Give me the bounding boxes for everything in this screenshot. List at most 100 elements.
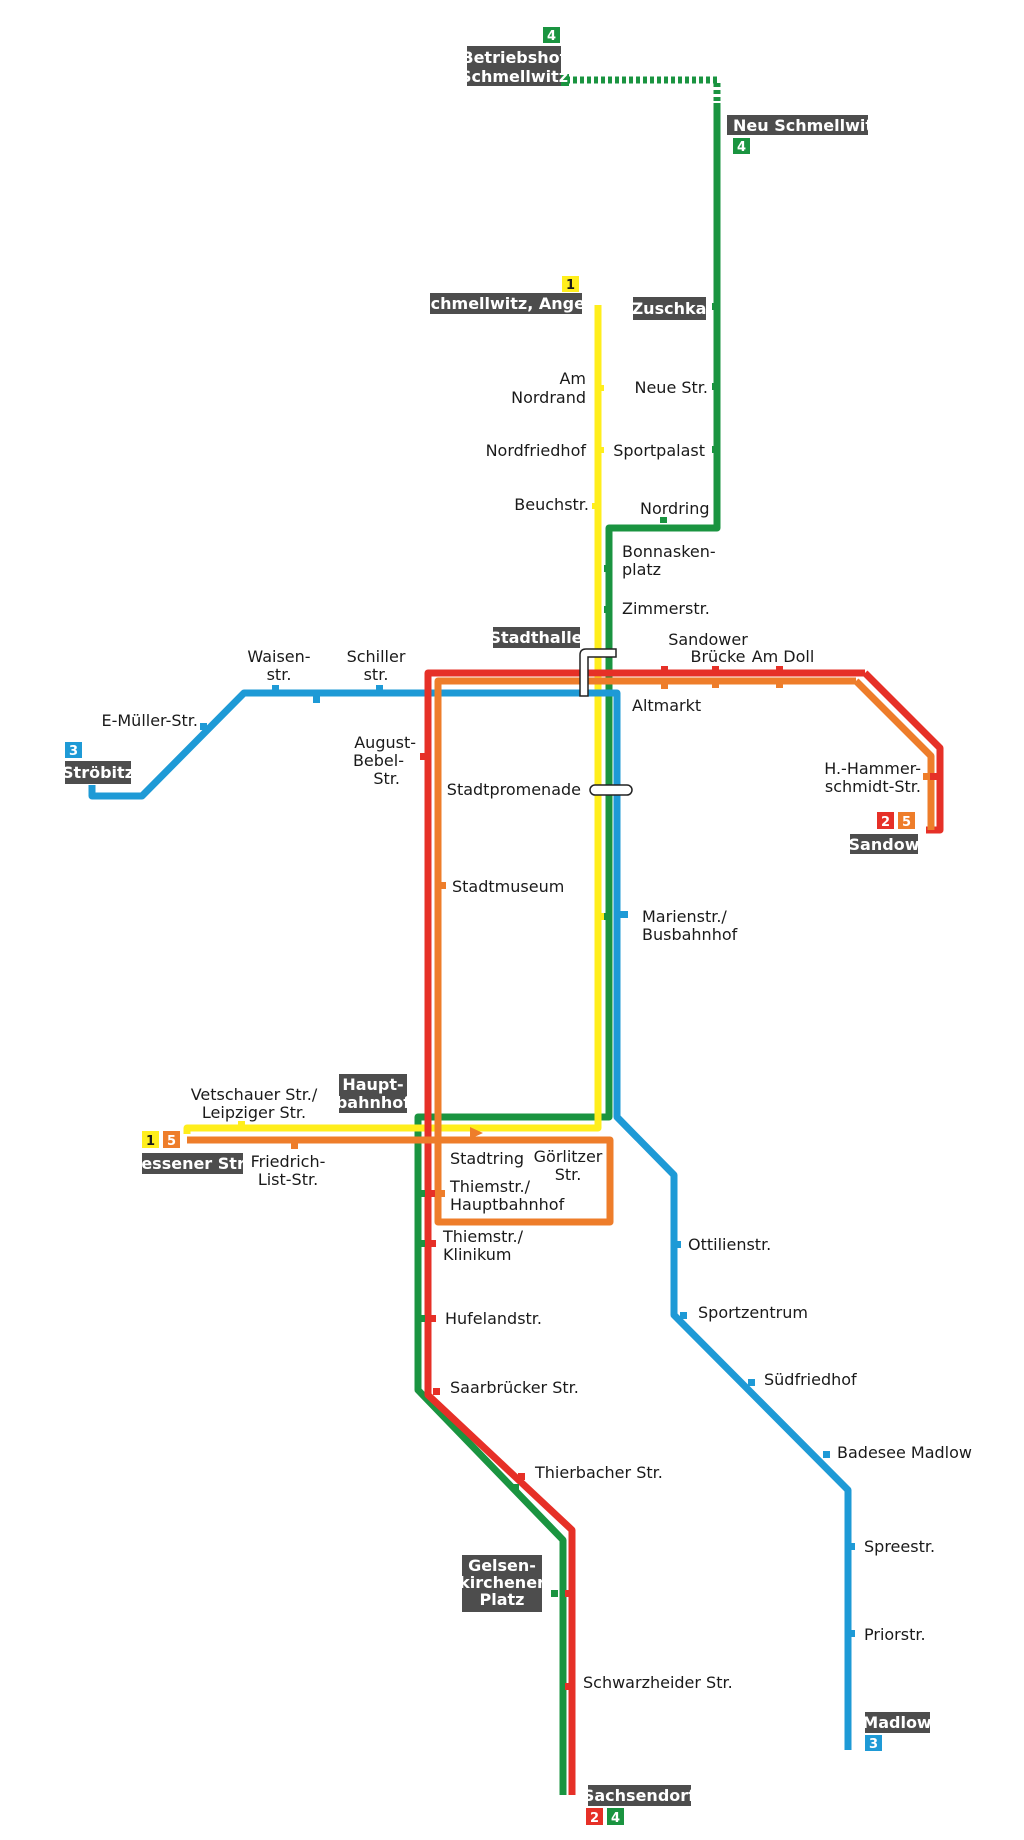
station-marienstr-l2[interactable]: Busbahnhof (642, 925, 738, 944)
terminus-gelsenkirchener-line3: Platz (480, 1590, 525, 1609)
terminus-sandow-label: Sandow (849, 835, 920, 854)
terminus-sachsendorf[interactable]: Sachsendorf (583, 1785, 696, 1806)
badge-line-5-sandow: 5 (898, 812, 915, 830)
station-waisenstr-l2[interactable]: str. (267, 665, 292, 684)
terminus-jessener-str[interactable]: Jessener Str. (134, 1153, 249, 1174)
station-friedrich-list-l1[interactable]: Friedrich- (251, 1152, 326, 1171)
svg-text:1: 1 (566, 278, 575, 293)
station-zimmerstr[interactable]: Zimmerstr. (622, 599, 710, 618)
terminus-stroebitz[interactable]: Ströbitz (62, 761, 134, 784)
badge-line-4-sachsendorf: 4 (607, 1808, 624, 1826)
station-h-hammerschmidt-l1[interactable]: H.-Hammer- (824, 759, 921, 778)
station-waisenstr-l1[interactable]: Waisen- (247, 647, 310, 666)
station-thiemstr-klinikum-l1[interactable]: Thiemstr./ (442, 1227, 524, 1246)
station-spreestr[interactable]: Spreestr. (864, 1537, 935, 1556)
station-nordring[interactable]: Nordring (640, 499, 710, 518)
line-5-route (187, 677, 935, 1226)
station-marienstr-l1[interactable]: Marienstr./ (642, 907, 727, 926)
terminus-stadthalle-label: Stadthalle (489, 628, 582, 647)
station-priorstr[interactable]: Priorstr. (864, 1625, 926, 1644)
station-e-mueller-str[interactable]: E-Müller-Str. (101, 711, 198, 730)
station-sandower-bruecke-l1[interactable]: Sandower (668, 630, 748, 649)
station-saarbruecker[interactable]: Saarbrücker Str. (450, 1378, 579, 1397)
badge-line-2-sandow: 2 (877, 812, 894, 830)
station-sportzentrum[interactable]: Sportzentrum (698, 1303, 808, 1322)
station-h-hammerschmidt-l2[interactable]: schmidt-Str. (825, 777, 921, 796)
station-thiemstr-hbf-l1[interactable]: Thiemstr./ (449, 1177, 531, 1196)
terminus-neu-schmellwitz[interactable]: Neu Schmellwitz (727, 115, 882, 135)
station-thierbacher[interactable]: Thierbacher Str. (534, 1463, 663, 1482)
badge-line-5-jessener: 5 (163, 1131, 180, 1149)
terminus-schmellwitz-anger[interactable]: Schmellwitz, Anger (419, 293, 593, 314)
station-schillerstr-l2[interactable]: str. (364, 665, 389, 684)
terminus-betriebshof-line2: Schmellwitz (460, 67, 568, 86)
terminus-jessener-str-label: Jessener Str. (134, 1154, 248, 1173)
station-am-nordrand-l1[interactable]: Am (559, 369, 586, 388)
station-sportpalast[interactable]: Sportpalast (613, 441, 705, 460)
svg-text:4: 4 (611, 1811, 620, 1826)
terminus-gelsenkirchener-platz[interactable]: Gelsen- kirchener Platz (459, 1555, 545, 1612)
terminus-gelsenkirchener-line1: Gelsen- (468, 1556, 536, 1575)
svg-text:5: 5 (167, 1134, 176, 1149)
station-beuchstr[interactable]: Beuchstr. (514, 495, 589, 514)
terminus-hauptbahnhof-line1: Haupt- (342, 1075, 403, 1094)
line-3-route (88, 689, 852, 1750)
station-badesee-madlow[interactable]: Badesee Madlow (837, 1443, 972, 1462)
station-august-bebel-l3[interactable]: Str. (373, 769, 400, 788)
terminus-gelsenkirchener-line2: kirchener (459, 1573, 545, 1592)
terminus-sandow[interactable]: Sandow (849, 834, 920, 854)
station-sandower-bruecke-l2[interactable]: Brücke (690, 647, 745, 666)
terminus-hauptbahnhof-line2: bahnhof (336, 1093, 411, 1112)
terminus-schmellwitz-anger-label: Schmellwitz, Anger (419, 294, 593, 313)
station-goerlitzer-l2[interactable]: Str. (555, 1165, 582, 1184)
station-goerlitzer-l1[interactable]: Görlitzer (534, 1147, 603, 1166)
station-thiemstr-klinikum-l2[interactable]: Klinikum (443, 1245, 511, 1264)
station-friedrich-list-l2[interactable]: List-Str. (258, 1170, 318, 1189)
terminus-stadthalle[interactable]: Stadthalle (489, 627, 583, 648)
station-am-nordrand-l2[interactable]: Nordrand (511, 388, 586, 407)
station-thiemstr-hbf-l2[interactable]: Hauptbahnhof (450, 1195, 565, 1214)
station-hufelandstr[interactable]: Hufelandstr. (445, 1309, 542, 1328)
svg-text:3: 3 (69, 744, 78, 759)
svg-text:2: 2 (590, 1811, 599, 1826)
station-stadtring[interactable]: Stadtring (450, 1149, 524, 1168)
station-vetschauer-l2[interactable]: Leipziger Str. (202, 1103, 306, 1122)
badge-line-3-madlow: 3 (865, 1735, 882, 1752)
badge-line-2-sachsendorf: 2 (586, 1808, 603, 1826)
terminus-madlow[interactable]: Madlow (862, 1712, 932, 1733)
station-nordfriedhof[interactable]: Nordfriedhof (486, 441, 587, 460)
stadthalle-transfer-connector-icon (579, 648, 617, 697)
station-stadtmuseum[interactable]: Stadtmuseum (452, 877, 564, 896)
badge-line-1-jessener: 1 (142, 1131, 159, 1149)
station-vetschauer-l1[interactable]: Vetschauer Str./ (191, 1085, 318, 1104)
svg-text:3: 3 (869, 1737, 878, 1752)
station-schillerstr-l1[interactable]: Schiller (347, 647, 406, 666)
station-altmarkt[interactable]: Altmarkt (632, 696, 701, 715)
station-stadtpromenade[interactable]: Stadtpromenade (447, 780, 581, 799)
terminus-sachsendorf-label: Sachsendorf (583, 1786, 696, 1805)
station-august-bebel-l2[interactable]: Bebel- (353, 751, 404, 770)
line-badges: 4 4 1 3 2 5 1 5 (65, 27, 915, 1826)
station-bonnaskenplatz-l2[interactable]: platz (622, 560, 661, 579)
station-neue-str[interactable]: Neue Str. (634, 378, 708, 397)
badge-line-4-neu-schmellwitz: 4 (733, 138, 750, 155)
terminus-hauptbahnhof[interactable]: Haupt- bahnhof (336, 1074, 411, 1113)
terminus-zuschka[interactable]: Zuschka (632, 297, 707, 320)
svg-text:1: 1 (146, 1134, 155, 1149)
station-august-bebel-l1[interactable]: August- (354, 733, 416, 752)
station-bonnaskenplatz-l1[interactable]: Bonnasken- (622, 542, 716, 561)
terminus-zuschka-label: Zuschka (632, 299, 707, 318)
terminus-betriebshof-line1: Betriebshof (461, 48, 567, 67)
terminus-madlow-label: Madlow (862, 1713, 932, 1732)
svg-text:5: 5 (902, 815, 911, 830)
station-am-doll[interactable]: Am Doll (752, 647, 815, 666)
terminus-betriebshof[interactable]: Betriebshof Schmellwitz (460, 46, 569, 86)
line-5-direction-arrow-icon (470, 1127, 483, 1139)
station-suedfriedhof[interactable]: Südfriedhof (764, 1370, 857, 1389)
badge-line-1-schmellwitz-anger: 1 (562, 276, 579, 293)
station-schwarzheider[interactable]: Schwarzheider Str. (583, 1673, 733, 1692)
station-ottilienstr[interactable]: Ottilienstr. (688, 1235, 771, 1254)
svg-text:2: 2 (881, 815, 890, 830)
svg-text:4: 4 (547, 29, 556, 44)
